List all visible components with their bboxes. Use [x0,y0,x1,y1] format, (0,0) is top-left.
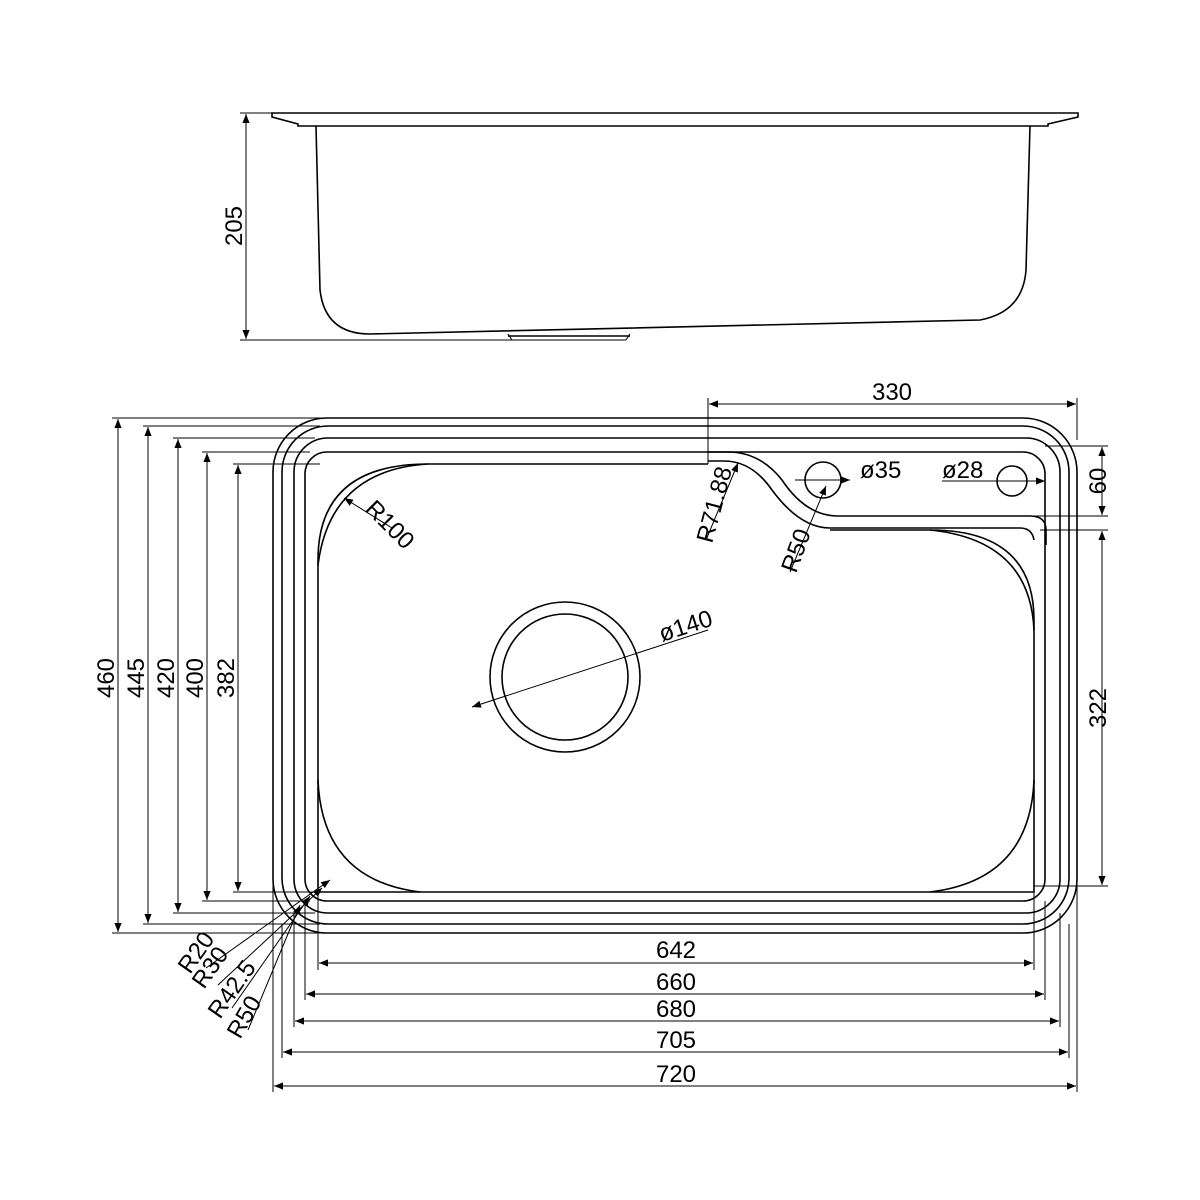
ledge-width-label: 330 [872,379,912,406]
height-label-445: 445 [123,658,150,698]
ledge-depth-label: 60 [1085,468,1112,495]
drain-label: ø140 [656,605,716,648]
hole-small-label: ø28 [942,457,983,484]
height-label-400: 400 [182,658,209,698]
drain-inner [501,613,629,741]
side-rim [271,112,1079,127]
ledge-contour-outer [708,451,1047,545]
side-drain-left [507,333,513,341]
right-height-label: 322 [1085,688,1112,728]
bowl-corner-bottom-right [929,779,1035,893]
corner-radius-leaders [205,879,331,1031]
radius-ledge-inner-leader [789,485,827,573]
outline-720 [272,417,1078,934]
drain-outer [489,601,641,753]
bowl-outline [317,463,1035,893]
bowl-corner-top-right [929,529,1035,631]
right-extension-lines [838,445,1108,887]
outline-660 [304,451,1046,902]
radius-ledge-leader [705,462,739,541]
left-extension-lines [112,417,330,934]
side-drain-right [625,333,631,341]
width-label-680: 680 [656,996,696,1023]
hole-large-label: ø35 [860,457,901,484]
height-label-460: 460 [93,658,120,698]
bowl-corner-bottom-left [317,779,421,893]
radius-ledge-label: R71.88 [692,464,738,546]
radius-ledge-inner-label: R50 [776,525,816,576]
ledge-contour-inner [708,460,1035,541]
side-view: 205 [221,112,1079,341]
outline-705 [281,425,1070,925]
width-label-660: 660 [656,969,696,996]
width-label-705: 705 [656,1027,696,1054]
width-label-642: 642 [656,937,696,964]
outline-680 [293,437,1061,914]
side-bowl-outline [315,125,1031,335]
height-label-382: 382 [213,658,240,698]
radius-bowl-leader [343,497,393,529]
width-label-720: 720 [656,1061,696,1088]
drain-dimension [471,629,709,708]
side-height-label: 205 [221,206,248,246]
radius-bowl-label: R100 [360,495,420,555]
bowl-corner-top-left [317,463,429,566]
top-view: ø140 ø35 ø28 R100 R71.88 R50 R20 R30 R42… [93,379,1112,1092]
bottom-extension-lines [272,880,1078,1092]
height-label-420: 420 [153,658,180,698]
